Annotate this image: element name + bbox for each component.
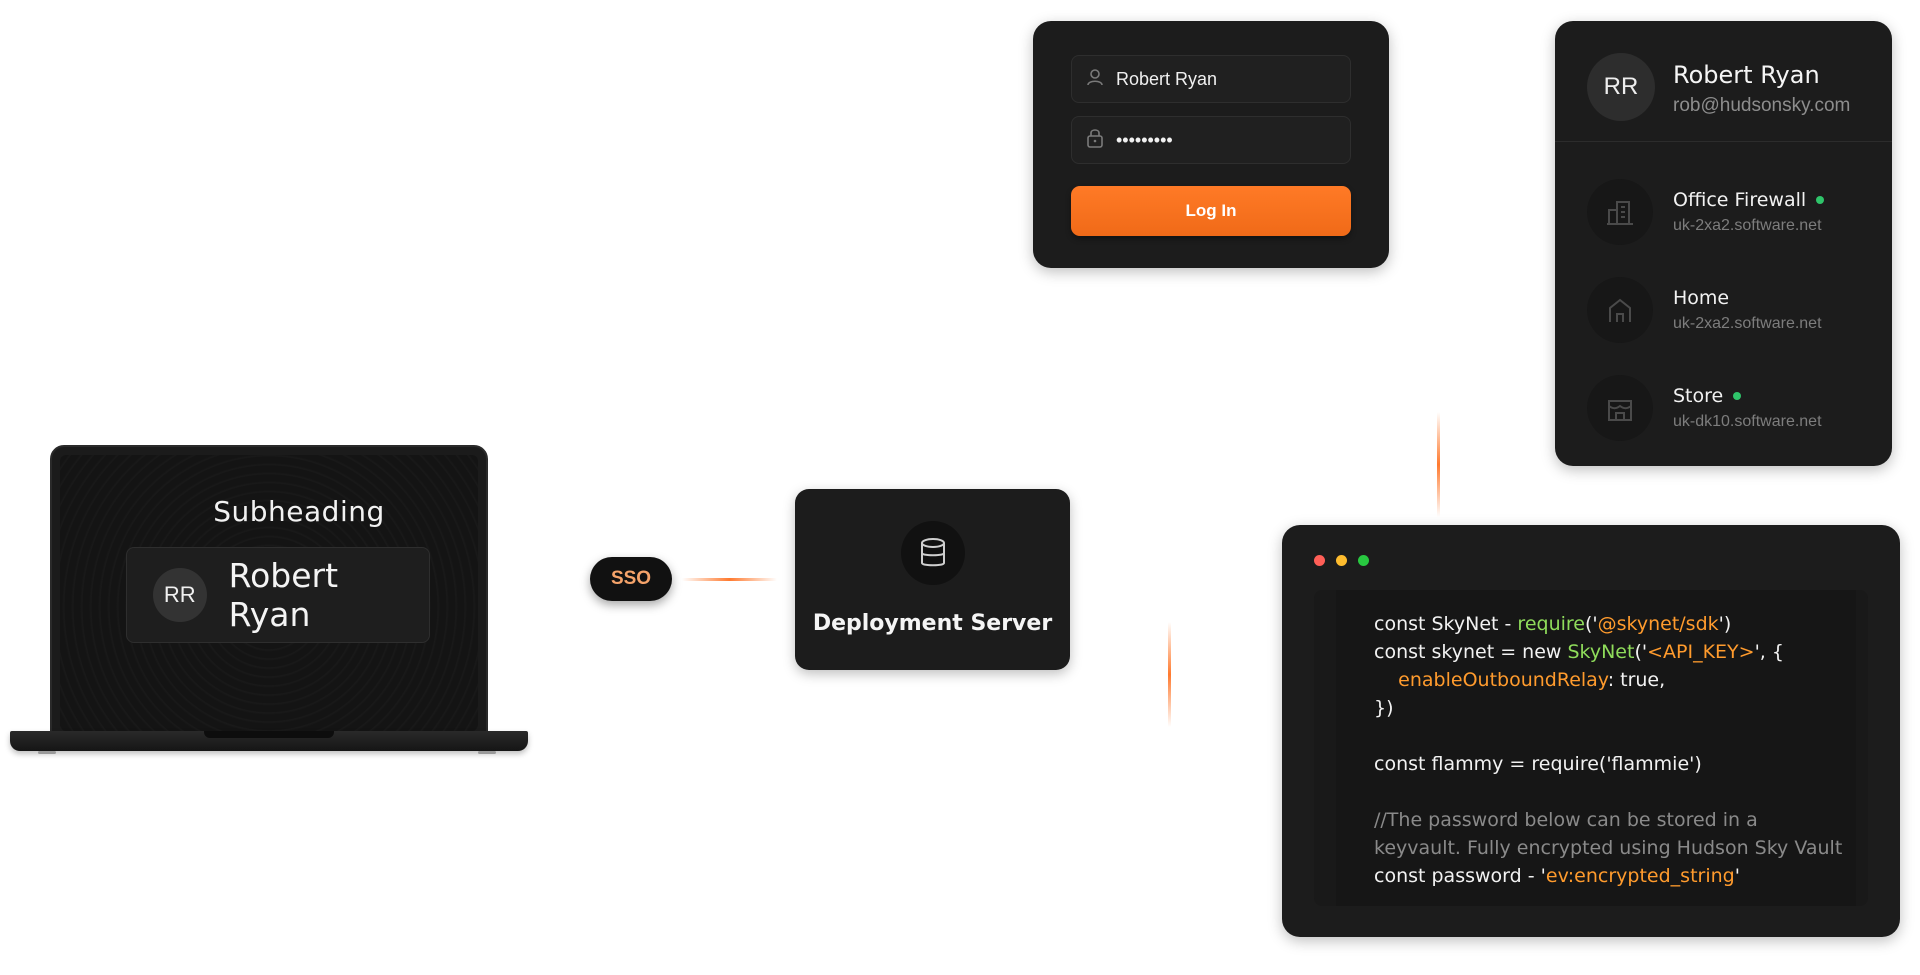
site-name-text: Office Firewall bbox=[1673, 189, 1807, 211]
laptop-notch bbox=[204, 731, 334, 738]
code-token: (' bbox=[1584, 613, 1598, 635]
site-name-text: Home bbox=[1673, 287, 1730, 309]
deployment-server-card[interactable]: Deployment Server bbox=[795, 489, 1070, 670]
code-token: SkyNet bbox=[1567, 641, 1635, 663]
site-item-office-firewall[interactable]: Office Firewall uk-2xa2.software.net bbox=[1555, 169, 1892, 259]
code-token: <API_KEY> bbox=[1647, 641, 1755, 663]
profile-name: Robert Ryan bbox=[1673, 61, 1820, 89]
code-token: require bbox=[1517, 613, 1585, 635]
code-window: const SkyNet - require('@skynet/sdk') co… bbox=[1282, 525, 1900, 937]
laptop-user-card[interactable]: RR Robert Ryan bbox=[126, 547, 430, 643]
sso-badge: SSO bbox=[590, 557, 672, 601]
server-label: Deployment Server bbox=[812, 611, 1053, 636]
code-comment: //The password below can be stored in a bbox=[1374, 809, 1758, 831]
profile-card: RR Robert Ryan rob@hudsonsky.com Office … bbox=[1555, 21, 1892, 466]
laptop-user-name: Robert Ryan bbox=[228, 556, 339, 634]
site-host: uk-2xa2.software.net bbox=[1673, 315, 1822, 332]
code-token: : true, bbox=[1607, 669, 1666, 691]
code-token: const skynet = new bbox=[1374, 641, 1568, 663]
login-form: Log In bbox=[1033, 21, 1389, 268]
minimize-window-button[interactable] bbox=[1336, 555, 1347, 566]
login-button[interactable]: Log In bbox=[1071, 186, 1351, 236]
site-name-text: Store bbox=[1673, 385, 1724, 407]
laptop-screen: Subheading RR Robert Ryan bbox=[50, 445, 488, 733]
site-item-home[interactable]: Home uk-2xa2.software.net bbox=[1555, 267, 1892, 357]
laptop-display: Subheading RR Robert Ryan bbox=[60, 455, 478, 731]
laptop-subheading: Subheading bbox=[213, 495, 385, 528]
site-item-store[interactable]: Store uk-dk10.software.net bbox=[1555, 365, 1892, 455]
code-token: const password - ' bbox=[1374, 865, 1546, 887]
code-token: const SkyNet - bbox=[1374, 613, 1518, 635]
code-comment: keyvault. Fully encrypted using Hudson S… bbox=[1374, 837, 1843, 859]
maximize-window-button[interactable] bbox=[1358, 555, 1369, 566]
code-token: }) bbox=[1374, 697, 1394, 719]
profile-header: RR Robert Ryan rob@hudsonsky.com bbox=[1555, 21, 1892, 142]
site-name: Office Firewall bbox=[1673, 189, 1825, 211]
code-token: ev:encrypted_string bbox=[1545, 865, 1735, 887]
online-status-dot bbox=[1733, 392, 1742, 400]
online-status-dot bbox=[1816, 196, 1825, 204]
lock-icon bbox=[1086, 128, 1104, 153]
site-host: uk-2xa2.software.net bbox=[1673, 217, 1822, 234]
password-field[interactable] bbox=[1071, 116, 1351, 164]
site-host: uk-dk10.software.net bbox=[1673, 413, 1822, 430]
laptop-foot bbox=[38, 751, 56, 754]
code-token: @skynet/sdk bbox=[1597, 613, 1719, 635]
laptop-foot bbox=[478, 751, 496, 754]
avatar: RR bbox=[153, 568, 207, 622]
code-token: ', { bbox=[1754, 641, 1784, 663]
laptop-base bbox=[10, 731, 528, 751]
profile-email: rob@hudsonsky.com bbox=[1673, 95, 1851, 116]
site-name: Store bbox=[1673, 385, 1742, 407]
password-input[interactable] bbox=[1116, 129, 1326, 151]
username-input[interactable] bbox=[1116, 68, 1326, 90]
code-token: ') bbox=[1718, 613, 1732, 635]
avatar: RR bbox=[1587, 53, 1655, 121]
house-icon bbox=[1587, 277, 1653, 343]
username-field[interactable] bbox=[1071, 55, 1351, 103]
connector-line bbox=[1168, 622, 1171, 727]
user-icon bbox=[1086, 68, 1104, 91]
code-editor[interactable]: const SkyNet - require('@skynet/sdk') co… bbox=[1314, 590, 1868, 906]
connector-line bbox=[1437, 412, 1440, 517]
code-block: const SkyNet - require('@skynet/sdk') co… bbox=[1374, 610, 1842, 890]
code-token: ' bbox=[1734, 865, 1740, 887]
code-token: const flammy = require('flammie') bbox=[1374, 753, 1702, 775]
store-icon bbox=[1587, 375, 1653, 441]
code-token: (' bbox=[1634, 641, 1648, 663]
building-icon bbox=[1587, 179, 1653, 245]
site-name: Home bbox=[1673, 287, 1729, 309]
code-token: enableOutboundRelay bbox=[1398, 669, 1608, 691]
connector-line bbox=[682, 578, 777, 581]
database-icon bbox=[901, 521, 965, 585]
close-window-button[interactable] bbox=[1314, 555, 1325, 566]
